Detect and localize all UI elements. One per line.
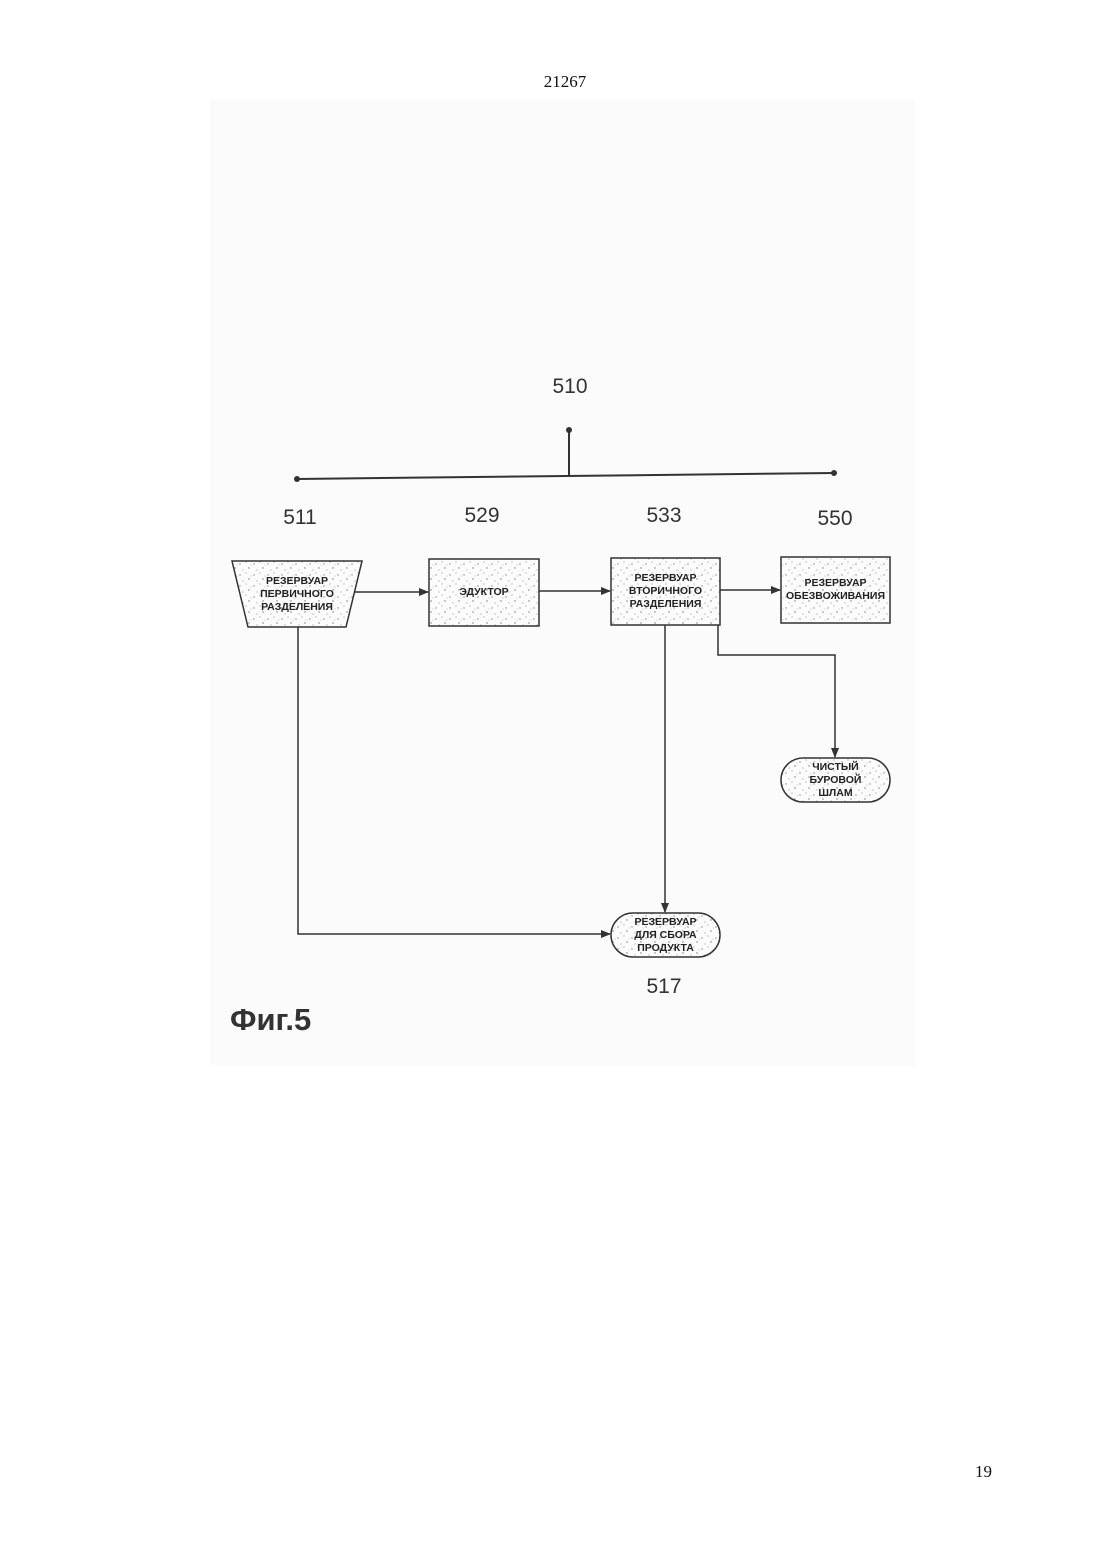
ref-eductor: 529 (432, 504, 532, 528)
flow-primary-to-collection (298, 627, 610, 934)
ref-system: 510 (520, 375, 620, 399)
primary-tank-label: РЕЗЕРВУАР ПЕРВИЧНОГО РАЗДЕЛЕНИЯ (240, 561, 354, 627)
system-bracket (294, 427, 837, 482)
ref-primary-tank: 511 (250, 506, 350, 530)
flow-secondary-to-clean-mud (718, 625, 835, 757)
collection-tank-label: РЕЗЕРВУАР ДЛЯ СБОРА ПРОДУКТА (611, 913, 720, 957)
ref-collection-tank: 517 (614, 975, 714, 999)
clean-mud-label: ЧИСТЫЙ БУРОВОЙ ШЛАМ (781, 758, 890, 802)
eductor-label: ЭДУКТОР (429, 559, 539, 626)
ref-secondary-tank: 533 (614, 504, 714, 528)
figure-caption: Фиг.5 (230, 1002, 311, 1038)
page-number: 19 (975, 1462, 992, 1482)
ref-dewatering-tank: 550 (785, 507, 885, 531)
dewatering-tank-label: РЕЗЕРВУАР ОБЕЗВОЖИВАНИЯ (779, 557, 892, 623)
secondary-tank-label: РЕЗЕРВУАР ВТОРИЧНОГО РАЗДЕЛЕНИЯ (611, 558, 720, 625)
